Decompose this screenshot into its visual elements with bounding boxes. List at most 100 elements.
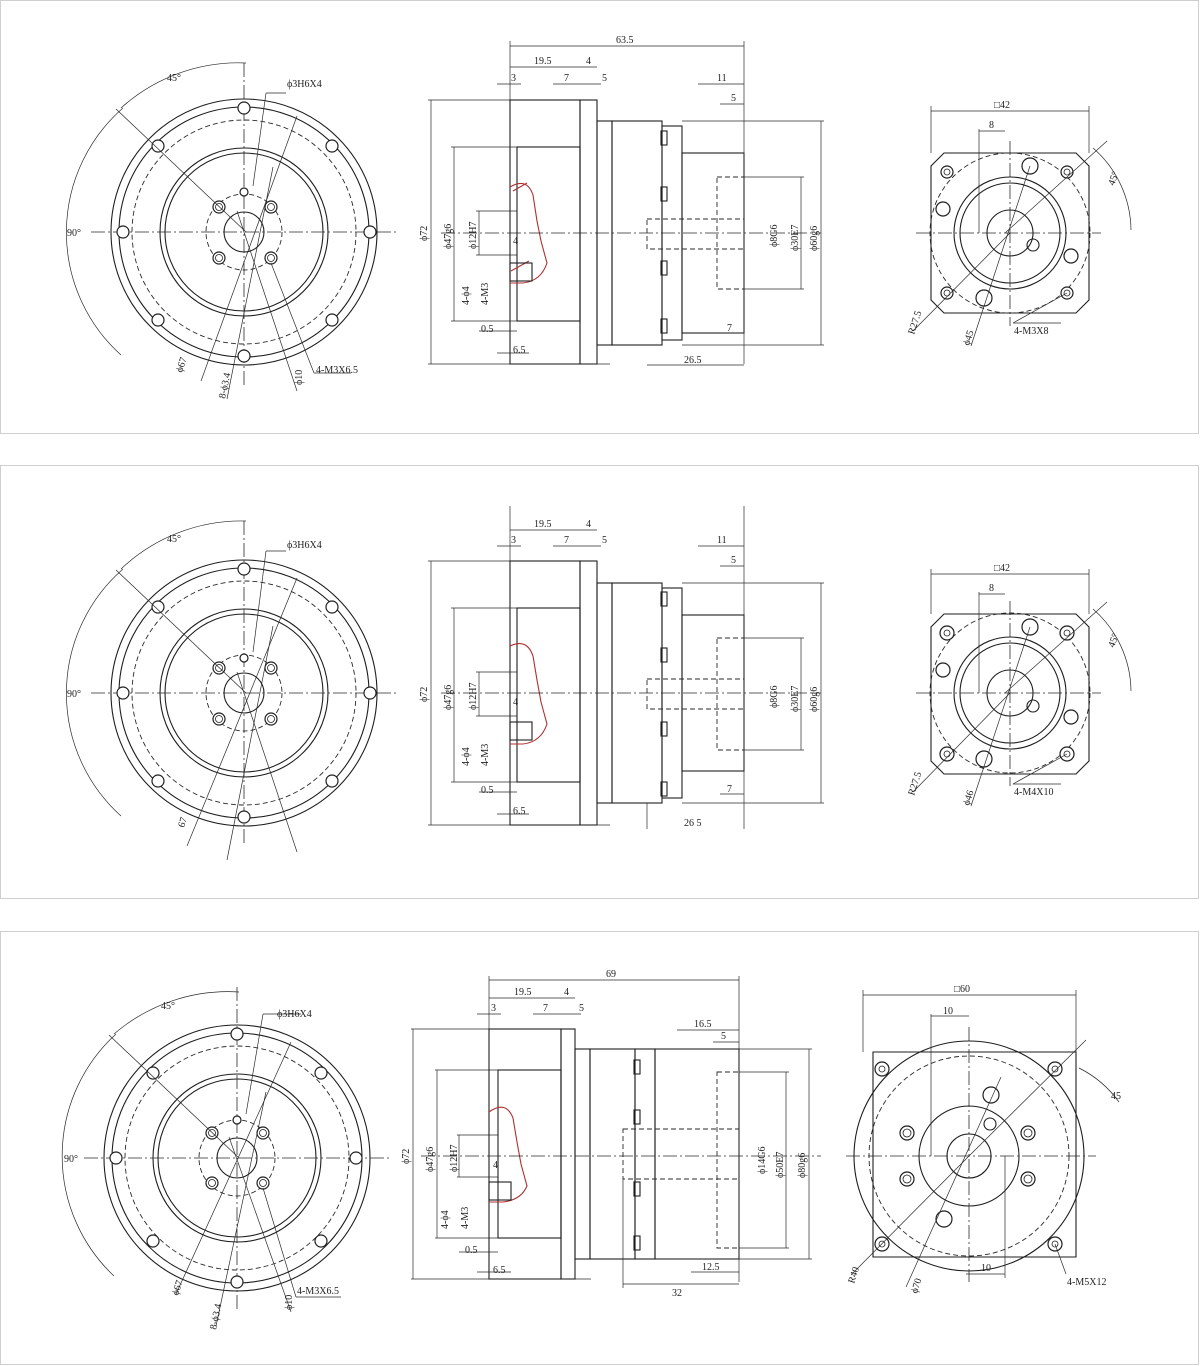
pilot-hole-label: ϕ3H6X4	[287, 79, 322, 90]
total-length-label: 63.5	[616, 35, 634, 46]
tapped-label: 4-M5X12	[1067, 1277, 1106, 1288]
bolt-hole	[151, 139, 165, 153]
angle-left-label: 90°	[67, 228, 81, 239]
bolt-hole	[363, 225, 377, 239]
dia-center-label: ϕ10	[284, 1295, 295, 1310]
square-label: □60	[954, 984, 970, 995]
tapped-label: 4-M3X8	[1014, 326, 1048, 337]
key-label: 8	[989, 120, 994, 131]
dim-label: ϕ8G6	[769, 225, 780, 248]
tapped-label: 4-M3X6.5	[297, 1286, 339, 1297]
bolt-hole	[237, 349, 251, 363]
dim-label: 0.5	[465, 1245, 478, 1256]
dim-label: 19.5	[534, 519, 552, 530]
tapped-hole	[264, 200, 278, 214]
dim-label: 4-M3	[480, 744, 491, 766]
front-view-3: 45° 90° ϕ3H6X4 4-M3X6.5 ϕ67 8-ϕ3.4 ϕ10	[61, 987, 390, 1331]
dim-label: 7	[727, 323, 732, 334]
pilot-hole-label: ϕ3H6X4	[277, 1009, 312, 1020]
total-length-label: 69	[606, 969, 616, 980]
angle-left-label: 90°	[64, 1154, 78, 1165]
pcd-label: ϕ45	[961, 329, 976, 347]
dia-outer-label: ϕ67	[174, 356, 189, 374]
dim-label: ϕ72	[419, 687, 430, 702]
dim-label: 4-M3	[460, 1207, 471, 1229]
dim-label: ϕ14G6	[757, 1147, 768, 1175]
dim-label: 11	[717, 535, 727, 546]
dim-label: 4	[493, 1160, 498, 1171]
rear-view-1: □42 8 45° R27.5 ϕ45 4-M3X8	[906, 100, 1132, 347]
dim-label: ϕ47g6	[425, 1147, 436, 1172]
dim-label: 7	[727, 784, 732, 795]
angle-label: 45°	[1106, 632, 1121, 649]
square-label: □42	[994, 100, 1010, 111]
drawing-2-svg: 45° 90° ϕ3H6X4 67	[66, 506, 1132, 861]
dim-label: ϕ72	[419, 226, 430, 241]
dim-label: ϕ30E7	[790, 686, 801, 712]
front-view-2: 45° 90° ϕ3H6X4 67	[66, 520, 397, 861]
drawing-panel-2: 45° 90° ϕ3H6X4 67	[0, 465, 1199, 899]
dim-label: 5	[602, 535, 607, 546]
square-label: □42	[994, 563, 1010, 574]
radius-label: R27.5	[906, 771, 924, 797]
tapped-label: 4-M4X10	[1014, 787, 1053, 798]
dim-label: 6.5	[493, 1265, 506, 1276]
dim-label: 5	[731, 93, 736, 104]
dim-label: 4	[586, 519, 591, 530]
dim-label: ϕ50E7	[775, 1152, 786, 1178]
drawing-panel-1: 45° 90° ϕ3H6X4 4-M3X6.5 ϕ67 8-ϕ3.4 ϕ10	[0, 0, 1199, 434]
tapped-hole	[212, 251, 226, 265]
angle-top-label: 45°	[167, 73, 181, 84]
dim-label: 4-ϕ4	[461, 747, 472, 766]
dim-label: 0.5	[481, 324, 494, 335]
drawing-panel-3: 45° 90° ϕ3H6X4 4-M3X6.5 ϕ67 8-ϕ3.4 ϕ10	[0, 931, 1199, 1365]
angle-label: 45°	[1106, 170, 1121, 187]
dim-label: 19.5	[514, 987, 532, 998]
tapped-hole	[264, 251, 278, 265]
dim-label: 26.5	[684, 355, 702, 366]
key-label: 10	[943, 1006, 953, 1017]
dim-label: 5	[579, 1003, 584, 1014]
dim-label: 6.5	[513, 806, 526, 817]
dim-label: 7	[543, 1003, 548, 1014]
dim-label: ϕ12H7	[468, 683, 479, 711]
dia-outer-label: ϕ67	[170, 1279, 185, 1297]
dim-label: 4	[513, 697, 518, 708]
dim-label: 7	[564, 535, 569, 546]
dia-center-label: ϕ10	[294, 370, 305, 385]
key-label: 8	[989, 583, 994, 594]
bolt-hole	[325, 139, 339, 153]
dim-label: 5	[721, 1031, 726, 1042]
dim-label: 5	[602, 73, 607, 84]
bolt-hole	[237, 101, 251, 115]
dim-label: 4	[586, 56, 591, 67]
dim-label: ϕ12H7	[449, 1145, 460, 1173]
dim-label: ϕ60g6	[809, 687, 820, 712]
angle-top-label: 45°	[167, 534, 181, 545]
dim-label: ϕ80g6	[797, 1153, 808, 1178]
dim-label: ϕ47g6	[443, 685, 454, 710]
dia-outer-label: 67	[176, 816, 190, 829]
side-view-3: 69 19.5 4 3 7 5 16.5 5 ϕ72 ϕ47g6 ϕ12H7 4…	[401, 969, 821, 1299]
side-view-1: 63.5 19.5 4 3 7 5 11 5 ϕ72 ϕ47g6 ϕ12H7 4…	[419, 35, 824, 366]
dim-label: 5	[731, 555, 736, 566]
dim-label: ϕ30E7	[790, 225, 801, 251]
pilot-hole	[239, 187, 249, 197]
dim-label: 16.5	[694, 1019, 712, 1030]
tapped-label: 4-M3X6.5	[316, 365, 358, 376]
angle-top-label: 45°	[161, 1001, 175, 1012]
key-bottom-label: 10	[981, 1263, 991, 1274]
dim-label: ϕ8G6	[769, 686, 780, 709]
angle-left-label: 90°	[67, 689, 81, 700]
dim-label: ϕ12H7	[468, 222, 479, 250]
pilot-hole-label: ϕ3H6X4	[287, 540, 322, 551]
dim-label: 0.5	[481, 785, 494, 796]
dim-label: 26 5	[684, 818, 702, 829]
dim-label: 3	[491, 1003, 496, 1014]
radius-label: R40	[846, 1266, 862, 1285]
dim-label: ϕ72	[401, 1149, 412, 1164]
dim-label: 19.5	[534, 56, 552, 67]
dim-label: 12.5	[702, 1262, 720, 1273]
dim-label: 11	[717, 73, 727, 84]
bolt-hole	[116, 225, 130, 239]
